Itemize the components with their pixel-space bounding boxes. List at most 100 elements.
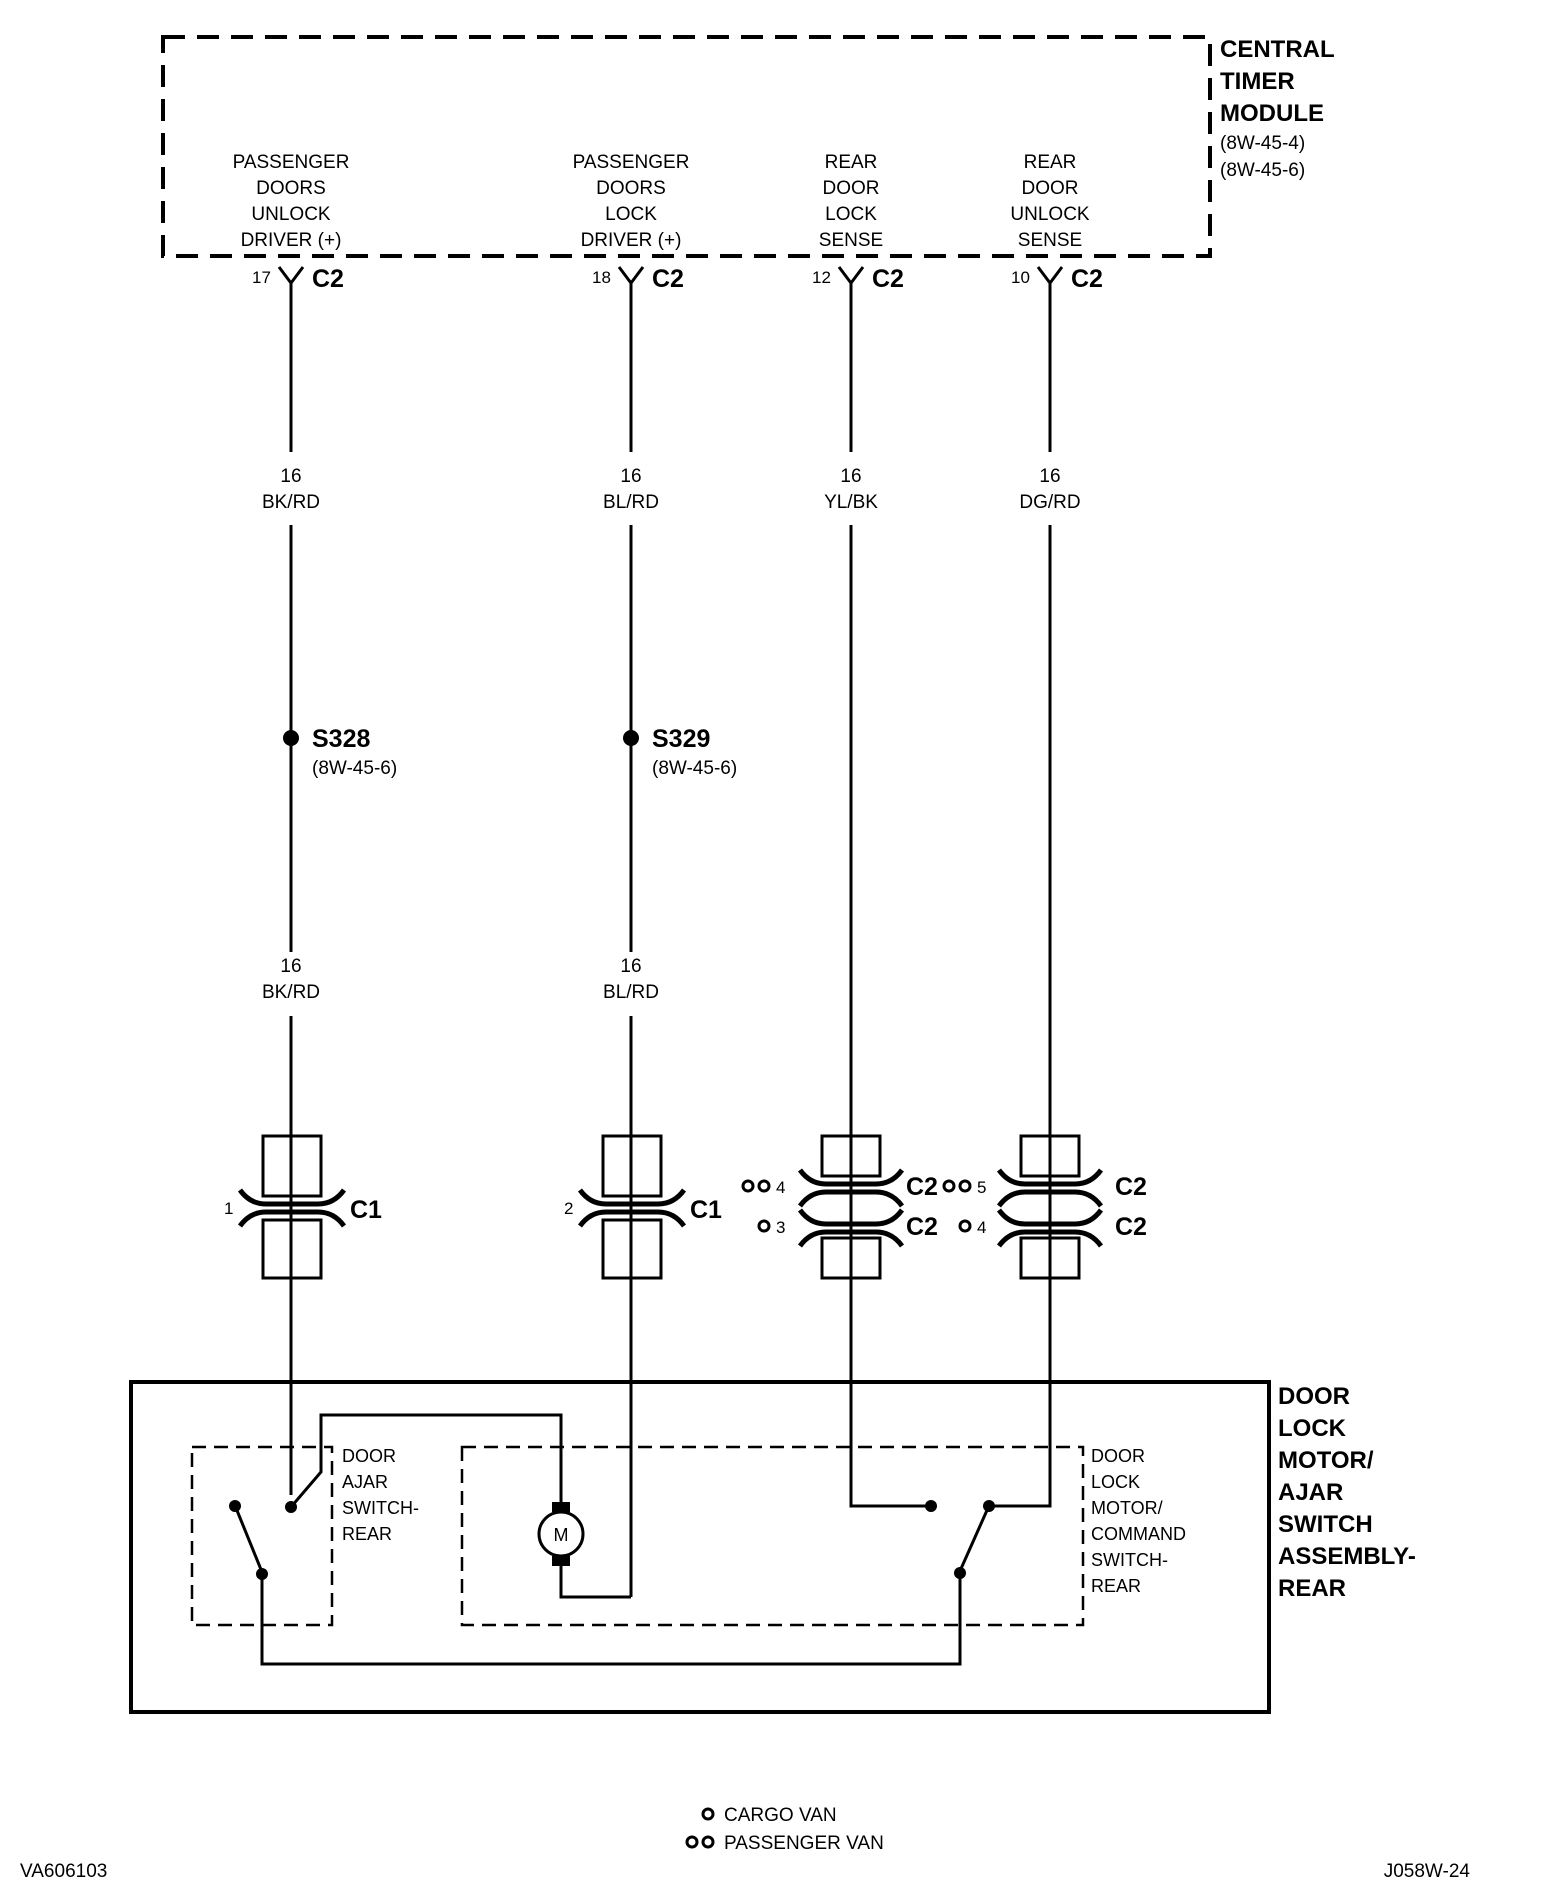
cargo-van-marker — [958, 1219, 972, 1233]
assembly-title-line: AJAR — [1278, 1479, 1343, 1506]
pin-label-line: PASSENGER — [573, 152, 690, 173]
wire-gauge: 16 — [280, 466, 301, 487]
connector-lower-name: C2 — [906, 1213, 938, 1241]
wire-gauge: 16 — [620, 956, 641, 977]
passenger-van-marker — [958, 1179, 972, 1193]
splice-ref: (8W-45-6) — [652, 758, 737, 779]
footer-left-code: VA606103 — [20, 1861, 107, 1882]
motor-label-line: MOTOR/ — [1091, 1498, 1163, 1518]
ajar-label-line: SWITCH- — [342, 1498, 419, 1518]
pin-symbol — [277, 266, 305, 286]
assembly-outline — [129, 1380, 1271, 1714]
splice-ref: (8W-45-6) — [312, 758, 397, 779]
cargo-van-legend-icon — [701, 1807, 715, 1821]
wire-gauge: 16 — [620, 466, 641, 487]
pin-connector: C2 — [312, 265, 344, 293]
pin-connector: C2 — [652, 265, 684, 293]
wire-gauge: 16 — [280, 956, 301, 977]
command-switch-contact-unlock — [983, 1500, 995, 1512]
ajar-to-motor-wire — [289, 1413, 563, 1508]
wire-gauge: 16 — [1039, 466, 1060, 487]
module-title-line-2: TIMER — [1220, 68, 1295, 95]
splice-s329: S329 (8W-45-6) — [623, 725, 737, 779]
pin-label-line: DOOR — [823, 178, 880, 199]
module-title-line-1: CENTRAL — [1220, 36, 1335, 63]
connector-lower-name: C2 — [1115, 1213, 1147, 1241]
connector-pin: 2 — [564, 1199, 573, 1218]
wire-label-1-lower: 16 BK/RD — [262, 956, 320, 1003]
motor-label-line: REAR — [1091, 1576, 1141, 1596]
module-ref-2: (8W-45-6) — [1220, 160, 1305, 181]
door-lock-motor-ajar-switch-assembly: DOOR LOCK MOTOR/ AJAR SWITCH ASSEMBLY- R… — [129, 1380, 1416, 1714]
assembly-title-line: REAR — [1278, 1575, 1346, 1602]
pin-number: 12 — [812, 268, 831, 287]
pin-number: 10 — [1011, 268, 1030, 287]
motor-label-line: LOCK — [1091, 1472, 1140, 1492]
wire-color: YL/BK — [824, 492, 878, 513]
passenger-van-legend-icon — [701, 1835, 715, 1849]
central-timer-module: CENTRAL TIMER MODULE (8W-45-4) (8W-45-6)… — [161, 35, 1335, 258]
wire-color: DG/RD — [1019, 492, 1080, 513]
assembly-title-line: SWITCH — [1278, 1511, 1373, 1538]
pin-number: 17 — [252, 268, 271, 287]
command-switch-blade — [958, 1507, 990, 1572]
splice-dot — [623, 730, 639, 746]
wire-label-4-upper: 16 DG/RD — [1019, 466, 1080, 513]
wire-label-1-upper: 16 BK/RD — [262, 466, 320, 513]
assembly-title-line: ASSEMBLY- — [1278, 1543, 1416, 1570]
motor-command-switch-outline — [460, 1445, 1085, 1627]
motor-body — [537, 1510, 585, 1558]
pin-label-lock-driver: PASSENGER DOORS LOCK DRIVER (+) — [573, 152, 690, 251]
connector-upper-pin: 4 — [776, 1178, 785, 1197]
central-timer-module-outline — [161, 35, 1212, 258]
splice-dot — [283, 730, 299, 746]
wire-color: BL/RD — [603, 492, 659, 513]
pin-label-line: DRIVER (+) — [241, 230, 342, 251]
module-pin-17: 17 C2 — [252, 265, 344, 293]
assembly-title-line: DOOR — [1278, 1383, 1350, 1410]
legend-passenger-van: PASSENGER VAN — [724, 1833, 884, 1854]
connector-lower-pin: 4 — [977, 1218, 986, 1237]
pin-connector: C2 — [1071, 265, 1103, 293]
connector-name: C1 — [350, 1196, 382, 1224]
connector-name: C1 — [690, 1196, 722, 1224]
motor-brush-bottom — [552, 1556, 570, 1566]
inline-connector-c2-sense-unlock: 5 C2 4 C2 — [942, 1134, 1147, 1280]
assembly-title-line: MOTOR/ — [1278, 1447, 1374, 1474]
pin-label-line: SENSE — [1018, 230, 1082, 251]
inline-connector-c2-sense-lock: 4 C2 3 C2 — [741, 1134, 938, 1280]
module-ref-1: (8W-45-4) — [1220, 133, 1305, 154]
pin-label-line: REAR — [825, 152, 878, 173]
footer-right-code: J058W-24 — [1384, 1861, 1471, 1882]
pin-label-line: UNLOCK — [1010, 204, 1090, 225]
inline-connector-c1-pin2: 2 C1 — [564, 1134, 722, 1280]
pin-symbol — [617, 266, 645, 286]
ajar-label-line: AJAR — [342, 1472, 388, 1492]
pin-label-line: DOOR — [1022, 178, 1079, 199]
splice-name: S329 — [652, 725, 710, 753]
module-pin-18: 18 C2 — [592, 265, 684, 293]
motor-icon: M — [537, 1502, 585, 1566]
connector-upper-name: C2 — [906, 1173, 938, 1201]
wire-label-2-upper: 16 BL/RD — [603, 466, 659, 513]
common-return-wire — [260, 1573, 962, 1666]
pin-label-line: REAR — [1024, 152, 1077, 173]
pin-label-line: UNLOCK — [251, 204, 331, 225]
wire-color: BK/RD — [262, 492, 320, 513]
module-pin-12: 12 C2 — [812, 265, 904, 293]
pin-symbol — [1036, 266, 1064, 286]
ajar-switch-blade — [234, 1507, 264, 1573]
assembly-title-line: LOCK — [1278, 1415, 1347, 1442]
passenger-van-marker — [741, 1179, 755, 1193]
motor-letter: M — [554, 1525, 569, 1545]
motor-label-line: DOOR — [1091, 1446, 1145, 1466]
splice-name: S328 — [312, 725, 370, 753]
command-switch-contact-lock — [925, 1500, 937, 1512]
door-ajar-switch-label: DOOR AJAR SWITCH- REAR — [342, 1446, 419, 1544]
ajar-label-line: REAR — [342, 1524, 392, 1544]
pin-number: 18 — [592, 268, 611, 287]
module-title-line-3: MODULE — [1220, 100, 1324, 127]
pin-label-unlock-driver: PASSENGER DOORS UNLOCK DRIVER (+) — [233, 152, 350, 251]
connector-upper-name: C2 — [1115, 1173, 1147, 1201]
pin-label-line: DOORS — [596, 178, 666, 199]
